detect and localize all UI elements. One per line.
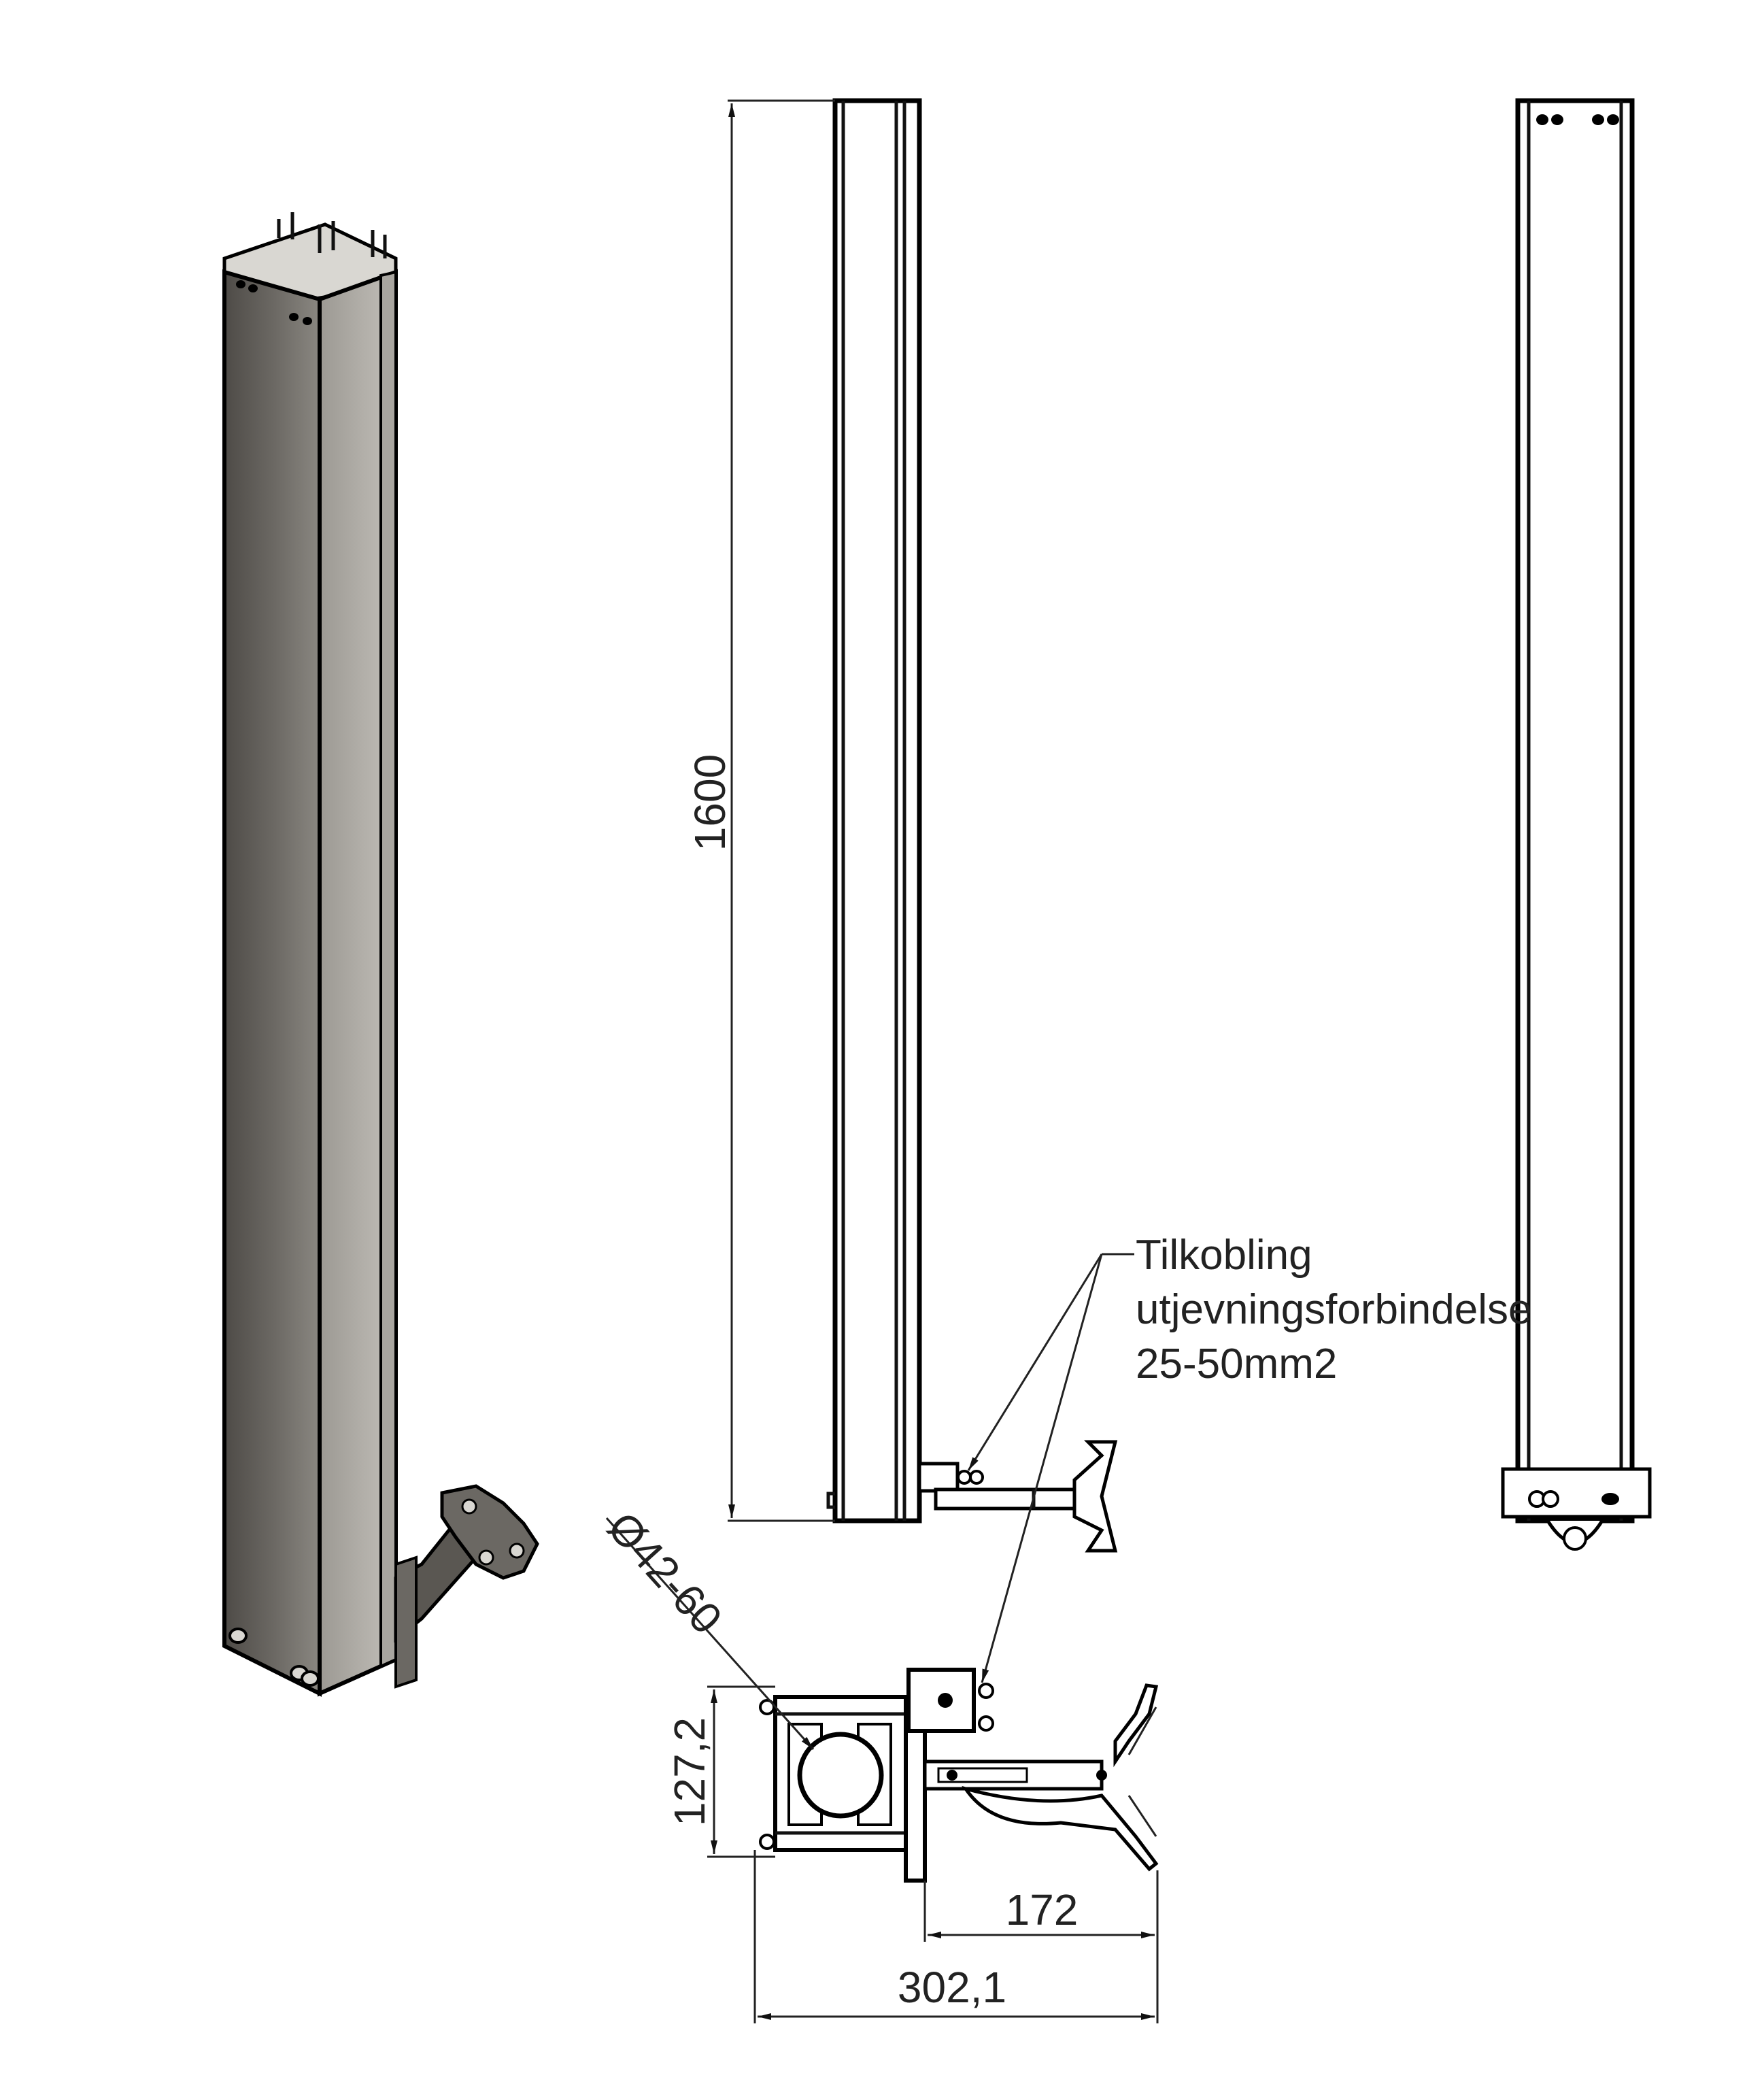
plan-view-bracket <box>759 1668 1159 1883</box>
dimension-diameter: Ø42-60 <box>598 1502 815 1750</box>
rear-elevation-view <box>1501 98 1652 1551</box>
dimension-arm-length-label: 172 <box>1006 1885 1079 1934</box>
annotation-note: Tilkobling utjevningsforbindelse 25-50mm… <box>1136 1232 1532 1387</box>
dimension-clamp-height-label: 127,2 <box>665 1717 714 1826</box>
dimension-arm-length: 172 <box>923 1870 1159 2023</box>
dimension-diameter-label: Ø42-60 <box>598 1502 732 1643</box>
annotation-line-1: Tilkobling <box>1136 1232 1312 1279</box>
side-elevation-view <box>826 98 1118 1553</box>
isometric-post-view <box>222 212 539 1697</box>
dimension-height-label: 1600 <box>685 754 734 851</box>
annotation-leader <box>967 1253 1134 1683</box>
dimension-height: 1600 <box>685 99 835 1522</box>
annotation-line-2: utjevningsforbindelse <box>1136 1286 1532 1333</box>
dimension-total-length: 302,1 <box>753 1850 1155 2023</box>
dimension-clamp-height: 127,2 <box>665 1685 775 1858</box>
dimension-total-length-label: 302,1 <box>898 1963 1006 2012</box>
annotation-line-3: 25-50mm2 <box>1136 1341 1337 1387</box>
